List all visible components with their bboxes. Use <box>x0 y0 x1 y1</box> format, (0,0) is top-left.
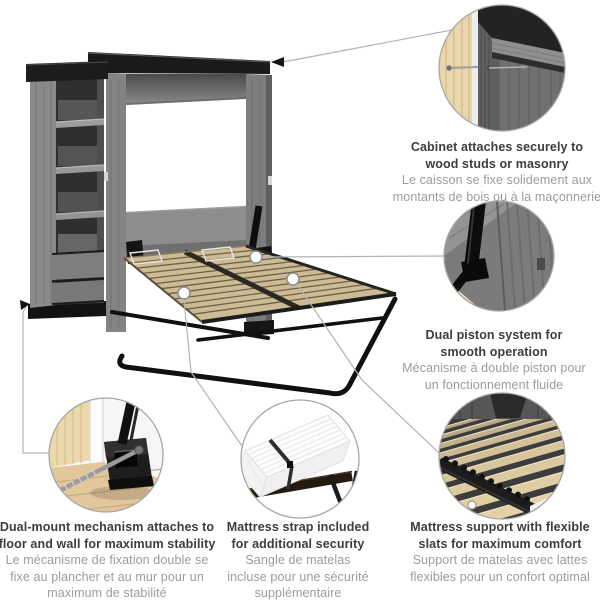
flexible-slats-icon <box>439 393 565 519</box>
callout-circle-dual-piston <box>444 201 554 311</box>
strap-bracket <box>129 249 163 265</box>
caption-title-line: Mattress strap included <box>226 520 370 534</box>
caption-subtitle-line: maximum de stabilité <box>47 586 167 600</box>
caption-title-line: Dual-mount mechanism attaches to <box>0 520 215 534</box>
point-marker-strap <box>177 286 191 300</box>
caption-subtitle-line: Le caisson se fixe solidement aux <box>401 173 593 187</box>
floor-wall-anchor-icon <box>49 398 163 512</box>
caption-title-line: smooth operation <box>440 344 548 359</box>
caption-subtitle-line: Le mécanisme de fixation double se <box>5 553 209 567</box>
callout-circle-mattress-strap <box>241 400 359 518</box>
caption-subtitle-line: fixe au plancher et au mur pour un <box>10 569 204 584</box>
caption-title-line: floor and wall for maximum stability <box>0 536 216 551</box>
caption-subtitle-line: Sangle de matelas <box>245 553 351 567</box>
strap-bracket <box>201 246 235 262</box>
piston-mechanism-icon <box>444 201 554 311</box>
drawers <box>51 250 105 305</box>
bed-deck <box>123 244 397 324</box>
lag-screw-icon <box>446 65 529 71</box>
caption-subtitle-line: un fonctionnement fluide <box>424 377 564 392</box>
caption-title-line: Dual piston system for <box>425 328 563 342</box>
bed-frame <box>110 296 398 397</box>
callout-caption-cabinet-mount: Cabinet attaches securely to wood studs … <box>374 139 600 205</box>
leader-lines <box>22 29 453 454</box>
point-marker-piston <box>249 250 263 264</box>
caption-subtitle-line: flexibles pour un confort optimal <box>410 569 590 584</box>
door-handle-right <box>268 176 272 185</box>
anchor-bolt-icon <box>58 445 144 493</box>
shelving-unit <box>25 61 109 319</box>
strap-band-icon <box>268 438 294 490</box>
caption-subtitle-line: Mécanisme à double piston pour <box>402 361 586 375</box>
caption-subtitle-line: incluse pour une sécurité <box>227 569 369 584</box>
caption-subtitle-line: montants de bois ou à la maçonnerie <box>392 189 600 204</box>
caption-subtitle-line: supplémentaire <box>254 586 342 600</box>
callout-circle-dual-mount <box>49 398 163 512</box>
caption-title-line: wood studs or masonry <box>425 156 569 171</box>
callout-caption-dual-mount: Dual-mount mechanism attaches to floor a… <box>0 519 230 600</box>
leader-arrow-base <box>20 300 30 310</box>
callout-caption-mattress-strap: Mattress strap included for additional s… <box>175 519 421 600</box>
caption-title-line: Cabinet attaches securely to <box>410 140 584 154</box>
callout-circle-slat-support <box>439 393 565 519</box>
door-handle-left <box>104 172 108 181</box>
leader-arrow-cabinet <box>271 57 284 67</box>
caption-title-line: Mattress support with flexible <box>410 520 590 534</box>
mattress-with-strap-icon <box>241 400 359 518</box>
caption-title-line: for additional security <box>231 536 365 551</box>
caption-title-line: slats for maximum comfort <box>418 536 582 551</box>
callout-caption-slat-support: Mattress support with flexible slats for… <box>377 519 600 585</box>
point-marker-slats <box>286 272 300 286</box>
callout-caption-dual-piston: Dual piston system for smooth operation … <box>371 327 600 393</box>
caption-subtitle-line: Support de matelas avec lattes <box>412 553 588 567</box>
